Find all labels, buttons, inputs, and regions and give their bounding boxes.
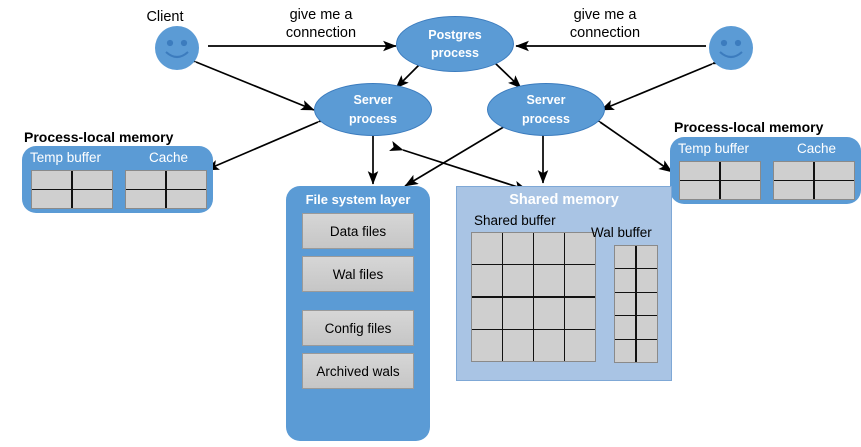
process-local-memory-left-title: Process-local memory [24, 129, 174, 145]
cache-left-grid [125, 170, 207, 209]
file-chip-config-files[interactable]: Config files [302, 310, 414, 346]
client-right[interactable] [709, 26, 753, 70]
server-process-right-line2: process [522, 111, 570, 126]
file-chip-archived-wals[interactable]: Archived wals [302, 353, 414, 389]
temp-buffer-right-grid [679, 161, 761, 200]
file-chip-wal-files[interactable]: Wal files [302, 256, 414, 292]
server-process-right-node[interactable]: Server process [487, 83, 605, 136]
cache-right-grid [773, 161, 855, 200]
server-process-right-line1: Server [526, 93, 566, 108]
file-system-layer-title: File system layer [305, 192, 411, 207]
smiley-face-icon [719, 39, 743, 59]
client-left[interactable] [155, 26, 199, 70]
shared-memory-title: Shared memory [509, 192, 619, 208]
process-local-memory-left: Temp buffer Cache [22, 146, 213, 213]
client-left-label: Client [146, 9, 184, 25]
server-process-left-node[interactable]: Server process [314, 83, 432, 136]
message-label-right: give me a connection [569, 7, 641, 42]
process-local-memory-right: Temp buffer Cache [670, 137, 861, 204]
temp-buffer-right-label: Temp buffer [678, 141, 750, 156]
postgres-process-node[interactable]: Postgres process [396, 16, 514, 72]
cache-left-label: Cache [149, 150, 189, 165]
wal-buffer-grid [614, 245, 658, 363]
temp-buffer-left-grid [31, 170, 113, 209]
postgres-process-line2: process [431, 46, 479, 60]
process-local-memory-right-title: Process-local memory [674, 119, 824, 135]
server-process-left-line1: Server [353, 93, 393, 108]
smiley-face-icon [165, 39, 189, 59]
wal-buffer-label: Wal buffer [591, 225, 652, 240]
shared-buffer-label: Shared buffer [474, 213, 556, 228]
server-process-left-line2: process [349, 111, 397, 126]
message-label-left: give me a connection [285, 7, 357, 42]
shared-buffer-grid [471, 232, 596, 362]
temp-buffer-left-label: Temp buffer [30, 150, 102, 165]
shared-memory-panel: Shared memory Shared buffer Wal buffer [456, 186, 672, 381]
file-system-layer: File system layer Data files Wal files C… [286, 186, 430, 441]
postgres-process-line1: Postgres [428, 27, 482, 42]
cache-right-label: Cache [797, 141, 837, 156]
file-chip-data-files[interactable]: Data files [302, 213, 414, 249]
